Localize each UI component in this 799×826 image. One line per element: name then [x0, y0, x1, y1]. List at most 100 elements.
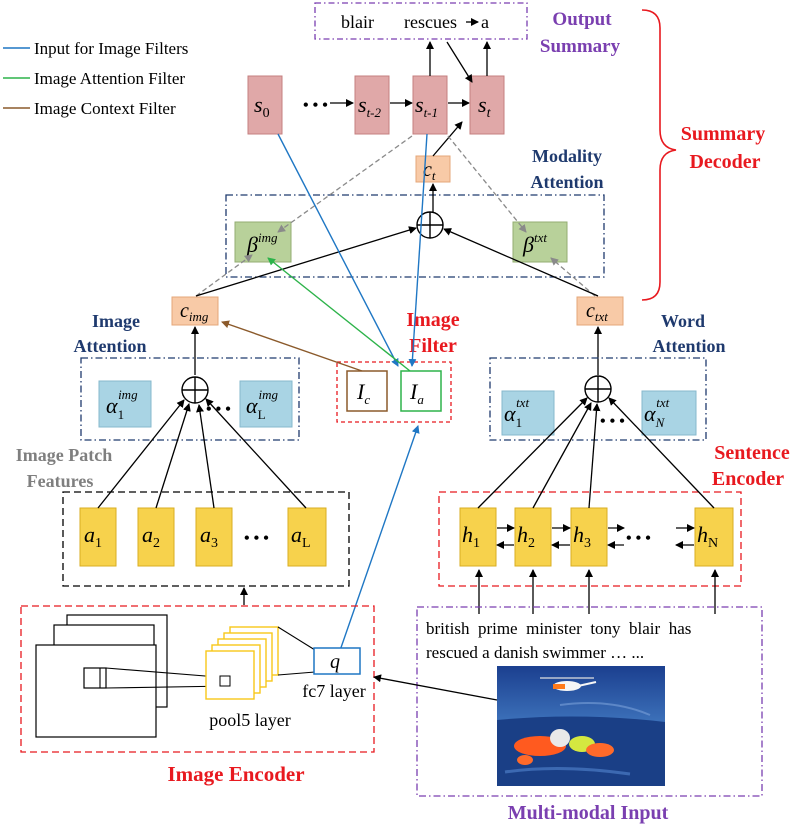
arrow-h3-to-txt-sum	[588, 403, 601, 509]
sentence-encoder-label-1: Sentence	[714, 442, 790, 464]
node-sub: t	[432, 168, 436, 183]
node-sub: img	[189, 309, 209, 324]
image-encoder-label: Image Encoder	[167, 762, 304, 786]
image-attention-label-1: Image	[92, 311, 140, 331]
summary-decoder-brace	[641, 9, 677, 301]
rescue-photo	[497, 666, 665, 786]
node-base: α	[246, 393, 258, 418]
blue-arrow-q-to-Ia	[335, 425, 420, 663]
svg-text:h3: h3	[573, 522, 591, 551]
arrow-a2-to-img-sum	[155, 403, 191, 509]
patch-a2: a2	[137, 507, 175, 567]
state-base: s	[478, 92, 487, 117]
node-sub: a	[417, 392, 424, 407]
pool5-layer-label: pool5 layer	[209, 710, 290, 730]
output-word-rescues: rescues	[404, 12, 457, 32]
blue-arrow-s0-to-Ia	[277, 133, 399, 367]
state-sub: t-1	[424, 105, 438, 120]
legend-label-input: Input for Image Filters	[34, 39, 188, 58]
node-sub: N	[655, 415, 666, 430]
node-sup: txt	[534, 230, 547, 245]
node-sub: c	[364, 392, 370, 407]
output-word-blair: blair	[341, 12, 374, 32]
decoder-state-st1: st-1	[412, 75, 448, 135]
node-sup: txt	[656, 395, 669, 410]
state-box	[412, 75, 448, 135]
state-base: s	[415, 92, 424, 117]
hidden-h1: h1	[459, 507, 497, 567]
arrow-output-to-st	[446, 41, 473, 83]
Ic-box	[346, 370, 388, 412]
q-box	[313, 647, 361, 675]
pool5-feature-stack	[205, 626, 316, 700]
fc7-q-node: q	[313, 647, 361, 675]
gray-arrow-st1-to-beta-img	[277, 135, 413, 233]
hidden-hN: hN	[694, 507, 734, 567]
summary-decoder-label-2: Decoder	[689, 151, 760, 173]
svg-text:hN: hN	[697, 522, 718, 551]
modality-attention-label-1: Modality	[532, 146, 602, 166]
hidden-base: h	[462, 522, 473, 547]
patch-base: a	[291, 522, 302, 547]
node-base: β	[522, 232, 534, 257]
alpha-box	[239, 380, 293, 428]
state-box	[247, 75, 283, 135]
hidden-h2: h2	[514, 507, 552, 567]
hidden-dots: • • •	[626, 530, 651, 547]
hidden-base: h	[517, 522, 528, 547]
state-sub: t	[487, 106, 492, 121]
svg-text:cimg: cimg	[180, 300, 209, 324]
patch-box	[287, 507, 327, 567]
arrow-cimg-to-modality-sum	[195, 226, 417, 297]
word-attention-label-1: Word	[661, 311, 705, 331]
patch-aL: aL	[287, 507, 327, 567]
decoder-dots: • • •	[303, 97, 328, 114]
svg-text:Ic: Ic	[356, 379, 370, 407]
svg-text:a1: a1	[84, 522, 102, 551]
svg-text:βtxt: βtxt	[522, 230, 547, 257]
sentence-encoder-label-2: Encoder	[712, 468, 784, 490]
node-base: c	[180, 300, 189, 322]
modality-attention-box	[225, 194, 605, 278]
node-sup: img	[118, 387, 138, 402]
hidden-sub: N	[708, 536, 718, 551]
node-base: α	[504, 401, 516, 426]
legend-label-attention: Image Attention Filter	[34, 69, 185, 88]
node-base: α	[106, 393, 118, 418]
output-word-a: a	[481, 12, 489, 32]
svg-text:αNtxt: αNtxt	[644, 395, 670, 430]
hidden-sub: 3	[584, 536, 591, 551]
arrow-a1-to-img-sum	[97, 399, 185, 509]
image-encoder-box	[20, 605, 375, 753]
patch-base: a	[142, 522, 153, 547]
filter-Ia: Ia	[400, 370, 442, 412]
svg-text:h2: h2	[517, 522, 535, 551]
patch-sub: 1	[95, 536, 102, 551]
node-base: I	[409, 379, 419, 404]
alpha-txt-1: α1txt	[501, 390, 555, 436]
word-attention-sum-node	[584, 375, 612, 403]
input-sentence-line2: rescued a danish swimmer … ...	[426, 643, 644, 662]
ct-box	[415, 155, 451, 183]
fc7-layer-label: fc7 layer	[302, 681, 365, 701]
svg-text:α1txt: α1txt	[504, 395, 529, 430]
alpha-txt-dots: • • •	[600, 413, 625, 430]
svg-text:Ia: Ia	[409, 379, 424, 407]
node-sup: txt	[516, 395, 529, 410]
image-attention-box	[80, 357, 300, 441]
hidden-box	[694, 507, 734, 567]
gray-arrow-ctxt-to-beta-txt	[550, 257, 596, 297]
legend: Input for Image Filters Image Attention …	[3, 39, 188, 118]
svg-text:st-2: st-2	[358, 92, 382, 120]
node-sub: L	[258, 407, 266, 422]
state-sub: t-2	[367, 105, 382, 120]
patch-box	[79, 507, 117, 567]
alpha-box	[501, 390, 555, 436]
patch-box	[137, 507, 175, 567]
hidden-sub: 2	[528, 536, 535, 551]
node-sup: img	[259, 387, 279, 402]
image-attention-sum-node	[181, 376, 209, 404]
multimodal-input-label: Multi-modal Input	[508, 802, 669, 824]
modality-attention-label-2: Attention	[531, 172, 604, 192]
context-vector-ct: ct	[415, 155, 451, 183]
